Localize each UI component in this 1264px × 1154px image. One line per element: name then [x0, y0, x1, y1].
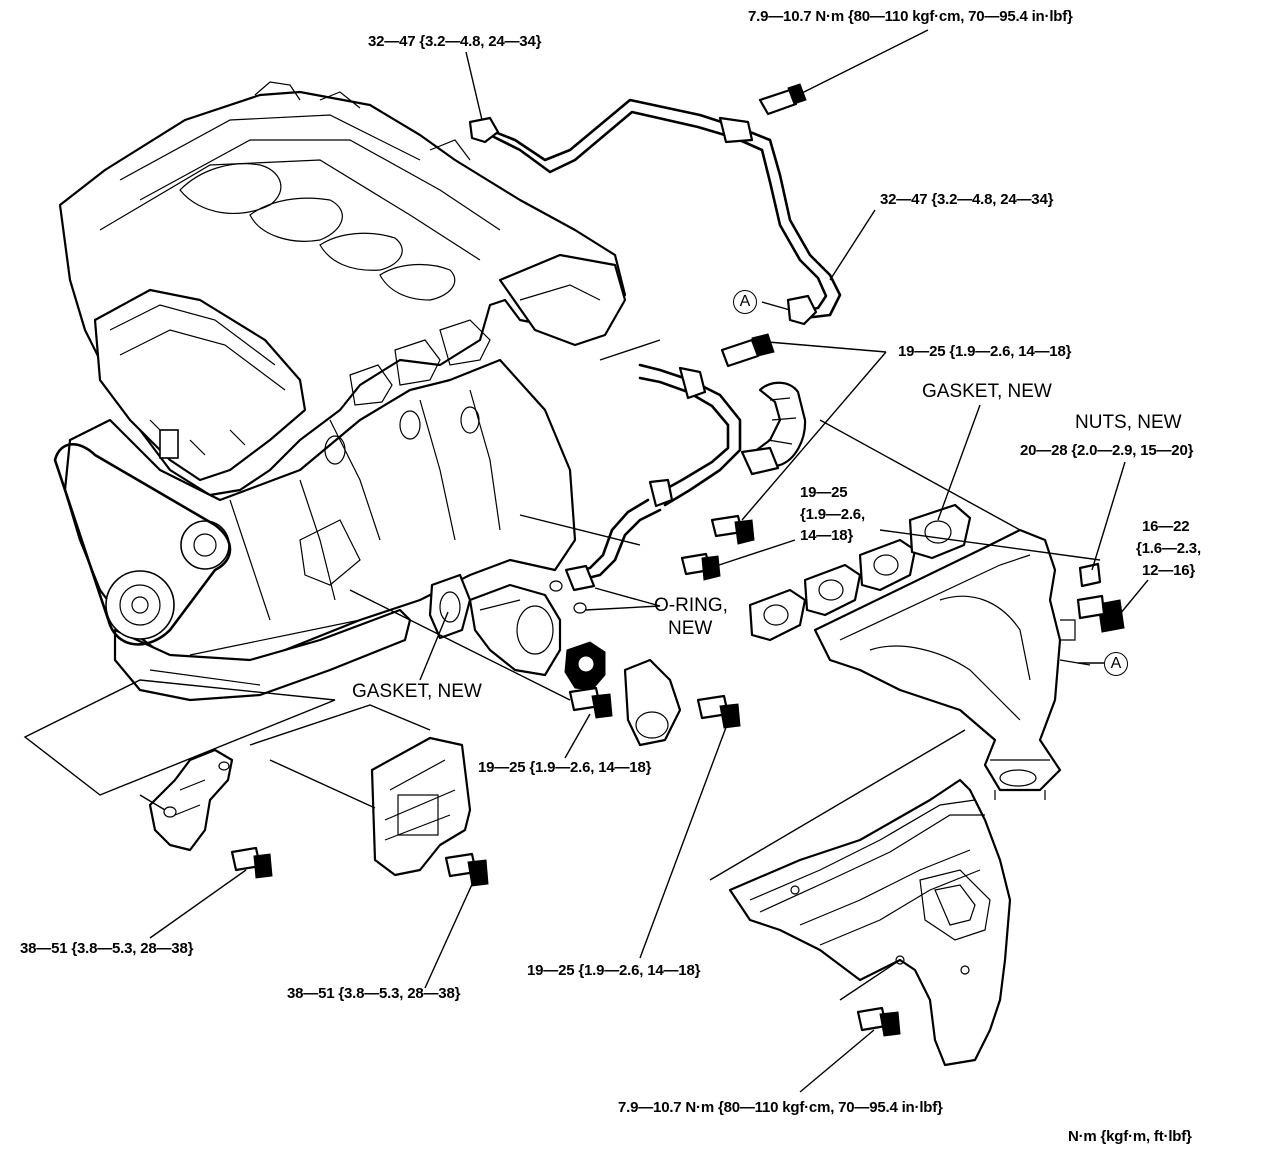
engine-mount-brackets [148, 736, 489, 887]
thermostat-group [428, 573, 741, 747]
mid-bolt-torque-line-2: {1.9—2.6, [800, 506, 865, 523]
exhaust-manifold-assembly [748, 503, 1125, 800]
pipe-left-torque-label: 32—47 {3.2—4.8, 24—34} [368, 33, 542, 50]
leader-lines [23, 29, 1149, 1093]
mid-bolt-torque-line-1: 19—25 [800, 484, 848, 501]
reference-a-marker-lower: A [1104, 652, 1128, 676]
top-bolt-torque-label: 7.9—10.7 N·m {80—110 kgf·cm, 70—95.4 in·… [748, 8, 1073, 25]
gasket-new-right-label: GASKET, NEW [922, 381, 1052, 402]
heat-shield [728, 778, 1012, 1067]
units-legend: N·m {kgf·m, ft·lbf} [1068, 1128, 1192, 1145]
pipe-right-torque-label: 32—47 {3.2—4.8, 24—34} [880, 191, 1054, 208]
mount-right-torque-label: 38—51 {3.8—5.3, 28—38} [287, 985, 461, 1002]
mount-left-torque-label: 38—51 {3.8—5.3, 28—38} [20, 940, 194, 957]
engine-assembly [53, 81, 627, 702]
nuts-torque-label: 20—28 {2.0—2.9, 15—20} [1020, 442, 1194, 459]
water-pipe-assembly [549, 333, 807, 614]
nuts-new-label: NUTS, NEW [1075, 412, 1182, 433]
stud-torque-line-2: {1.6—2.3, [1136, 540, 1201, 557]
coolant-bypass-pipe [468, 83, 842, 326]
gasket-new-left-label: GASKET, NEW [352, 681, 482, 702]
reference-a-marker-upper: A [733, 290, 757, 314]
heat-shield-torque-label: 7.9—10.7 N·m {80—110 kgf·cm, 70—95.4 in·… [618, 1099, 943, 1116]
stud-torque-line-1: 16—22 [1142, 518, 1190, 535]
housing-bolt-torque-label: 19—25 {1.9—2.6, 14—18} [527, 962, 701, 979]
thermostat-bolt-torque-label: 19—25 {1.9—2.6, 14—18} [478, 759, 652, 776]
oring-new-label-line-1: O-RING, [654, 595, 728, 616]
oring-new-label-line-2: NEW [668, 618, 713, 639]
bracket-bolt-torque-label: 19—25 {1.9—2.6, 14—18} [898, 343, 1072, 360]
stud-torque-line-3: 12—16} [1142, 562, 1196, 579]
mid-bolt-torque-line-3: 14—18} [800, 527, 854, 544]
